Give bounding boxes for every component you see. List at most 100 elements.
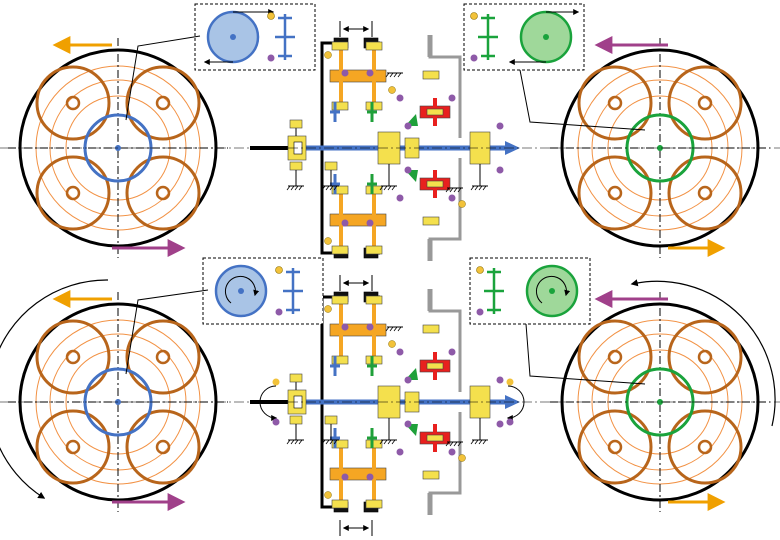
planet-gear — [125, 319, 201, 395]
ground-hatch — [470, 439, 475, 445]
joint-dot-purple — [496, 166, 504, 174]
planet-gear — [577, 409, 653, 485]
joint-dot-yellow — [272, 378, 280, 386]
ground-hatch — [482, 185, 487, 191]
ground-hatch — [379, 185, 384, 191]
planet-pin — [155, 439, 171, 455]
planet-gear — [35, 65, 111, 141]
carrier-bearing — [422, 216, 440, 226]
joint-dot-yellow — [324, 305, 332, 313]
planet-bearing — [331, 245, 349, 255]
inset-dot-purple — [470, 54, 478, 62]
planet-gear — [577, 155, 653, 231]
panel-top — [8, 3, 770, 261]
ground-hatch — [298, 185, 303, 191]
joint-dot-purple — [448, 348, 456, 356]
leader-line — [125, 289, 209, 375]
carrier-bearing — [422, 70, 440, 80]
joint-dot-purple — [404, 420, 412, 428]
ground-hatch — [329, 439, 334, 445]
planet-gear — [125, 155, 201, 231]
planet-gear — [35, 319, 111, 395]
planet-pin — [697, 185, 713, 201]
ground-hatch — [333, 185, 338, 191]
inset-sun-center — [543, 34, 549, 40]
ground-hatch — [470, 185, 475, 191]
ground-hatch — [478, 439, 483, 445]
inset-dot-yellow — [476, 266, 484, 274]
joint-dot-yellow — [324, 51, 332, 59]
joint-dot-purple — [448, 94, 456, 102]
ground-hatch — [389, 326, 394, 332]
joint-dot-yellow — [506, 378, 514, 386]
ground-hatch — [397, 326, 402, 332]
joint-dot-purple — [366, 219, 374, 227]
ground-hatch — [383, 439, 388, 445]
joint-dot-purple — [448, 448, 456, 456]
ground-hatch — [385, 72, 390, 78]
joint-dot-purple — [396, 448, 404, 456]
ground-hatch — [333, 439, 338, 445]
joint-dot-yellow — [324, 237, 332, 245]
ring-rotation-arrow — [630, 279, 776, 427]
joint-dot-purple — [448, 194, 456, 202]
joint-dot-purple — [404, 376, 412, 384]
inset-dot-yellow — [275, 266, 283, 274]
ground-hatch — [474, 185, 479, 191]
ground-hatch — [321, 439, 326, 445]
inset-dot-purple — [267, 54, 275, 62]
sun-center — [657, 399, 663, 405]
planet-pin — [697, 95, 713, 111]
joint-dot-yellow — [388, 86, 396, 94]
joint-dot-purple — [404, 122, 412, 130]
red-gear-core — [426, 362, 444, 370]
carrier-bearing — [422, 470, 440, 480]
planet-gear — [35, 409, 111, 485]
inset-dot-yellow — [470, 12, 478, 20]
planet-gear — [667, 319, 743, 395]
planet-bearing — [365, 295, 383, 305]
joint-dot-purple — [506, 418, 514, 426]
ground-hatch — [294, 185, 299, 191]
joint-dot-purple — [366, 69, 374, 77]
ground-hatch — [290, 185, 295, 191]
planet-bearing — [331, 439, 349, 449]
panel-bottom — [0, 257, 776, 515]
joint-dot-yellow — [388, 340, 396, 348]
ground-hatch — [391, 439, 396, 445]
planet-bearing — [331, 355, 349, 365]
planet-pin — [697, 439, 713, 455]
planet-pin — [155, 185, 171, 201]
red-gear-core — [426, 434, 444, 442]
leader-line — [519, 69, 646, 131]
ground-hatch — [387, 185, 392, 191]
planet-bearing — [331, 295, 349, 305]
planet-gear-block — [329, 213, 387, 227]
ground-hatch — [393, 326, 398, 332]
planet-bearing — [365, 245, 383, 255]
planet-bearing — [331, 41, 349, 51]
red-gear-core — [426, 180, 444, 188]
ground-hatch — [387, 439, 392, 445]
ring-rotation-arrow — [0, 279, 109, 499]
planet-pin — [607, 95, 623, 111]
joint-dot-purple — [341, 323, 349, 331]
ground-hatch — [298, 439, 303, 445]
planet-pin — [607, 439, 623, 455]
planet-gear — [125, 409, 201, 485]
planet-pin — [65, 95, 81, 111]
ground-hatch — [482, 439, 487, 445]
joint-dot-purple — [341, 473, 349, 481]
planet-gear — [577, 65, 653, 141]
planet-gear-block — [329, 323, 387, 337]
ground-hatch — [325, 439, 330, 445]
ground-hatch — [478, 185, 483, 191]
planet-pin — [697, 349, 713, 365]
inset-dot-yellow — [267, 12, 275, 20]
ground-hatch — [474, 439, 479, 445]
ground-hatch — [397, 72, 402, 78]
planet-gear-block — [329, 69, 387, 83]
ground-hatch — [286, 185, 291, 191]
